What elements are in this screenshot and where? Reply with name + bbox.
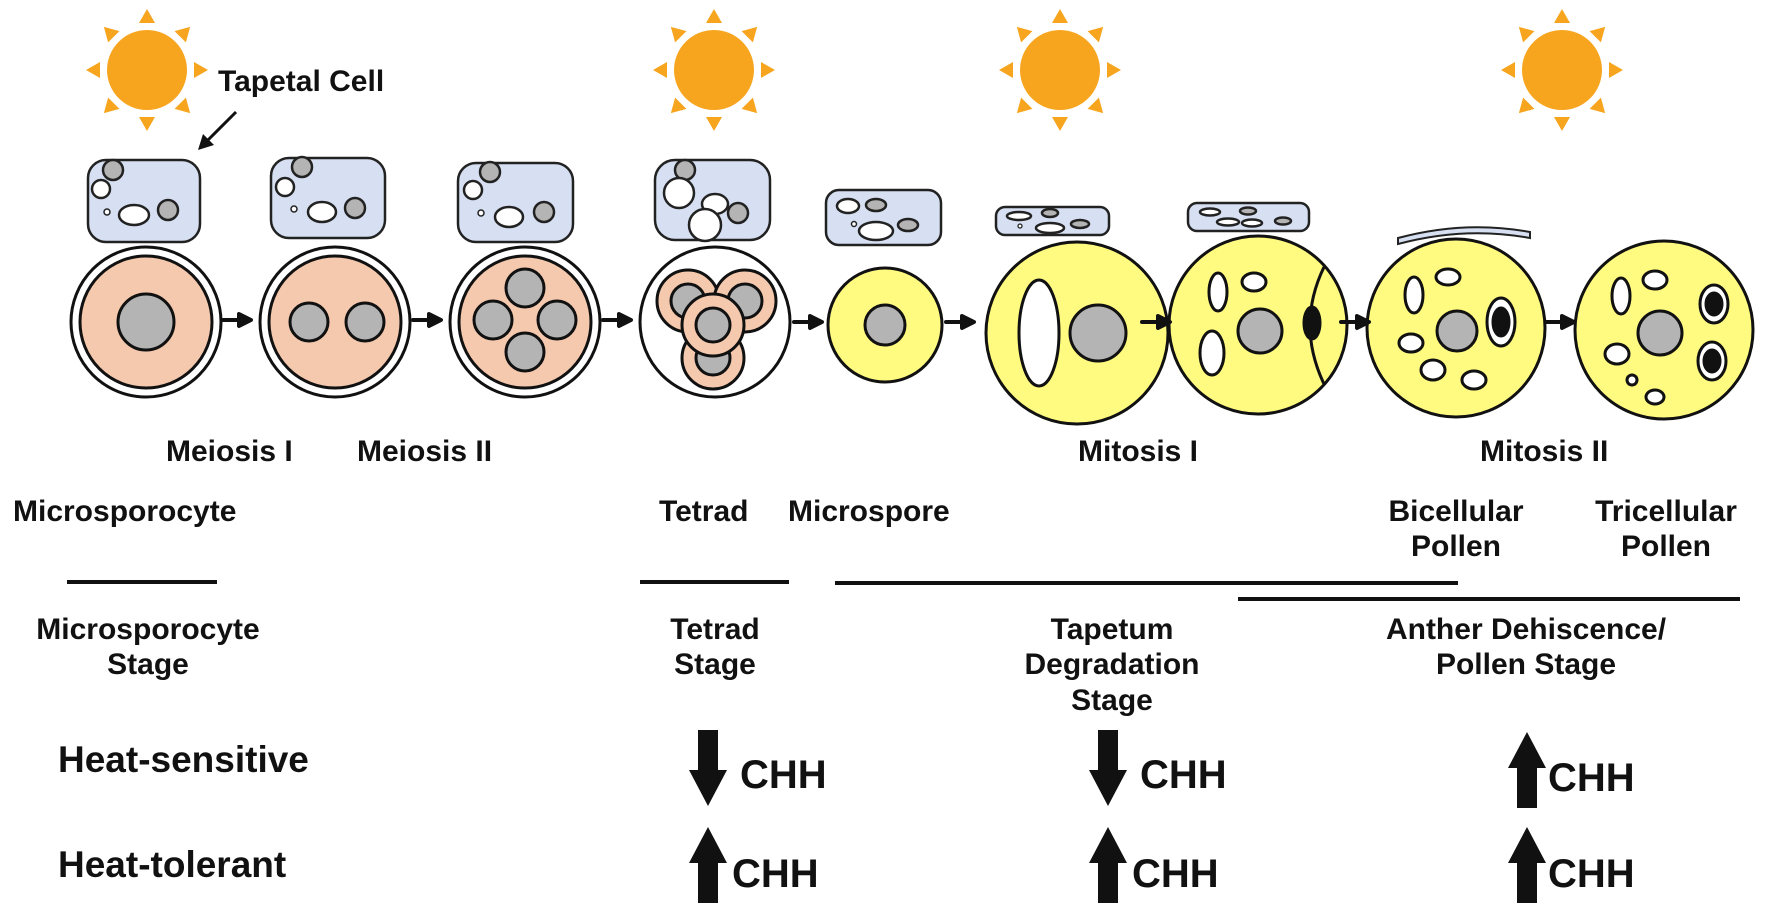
vacuolated-microspore-cell <box>984 240 1170 426</box>
degraded-tapetum <box>1397 226 1531 246</box>
tapetal-cell <box>824 188 943 247</box>
tetrad-cell <box>638 245 792 399</box>
right-arrow-icon <box>792 314 824 330</box>
tapetal-cell-pointer-arrow <box>198 110 238 150</box>
tapetal-cell <box>653 158 772 243</box>
up-arrow-icon <box>1089 827 1127 903</box>
meiosis-i-label: Meiosis I <box>166 435 293 468</box>
bicellular-pollen-label: Bicellular Pollen <box>1388 495 1524 564</box>
sun-icon <box>999 9 1121 131</box>
mitosis-ii-label: Mitosis II <box>1480 435 1609 468</box>
up-arrow-icon <box>1508 827 1546 903</box>
tapetal-cell <box>269 155 387 240</box>
tapetal-cell <box>86 158 202 244</box>
heat-tolerant-label: Heat-tolerant <box>58 844 287 885</box>
microsporocyte-stage-label: Microsporocyte Stage <box>36 613 260 682</box>
mitosis-i-cell <box>1167 234 1349 416</box>
chh-change-label: CHH <box>1548 756 1635 800</box>
tetrad-label: Tetrad <box>659 495 749 528</box>
microsporocyte-label: Microsporocyte <box>13 495 237 528</box>
meiosis-ii-cell <box>448 245 602 399</box>
tricellular-pollen-label: Tricellular Pollen <box>1595 495 1737 564</box>
meiosis-ii-label: Meiosis II <box>357 435 493 468</box>
chh-change-label: CHH <box>740 753 827 797</box>
right-arrow-icon <box>221 312 253 328</box>
tapetal-cell <box>456 160 575 244</box>
tapetal-cell <box>994 205 1111 237</box>
chh-change-label: CHH <box>1548 852 1635 896</box>
chh-change-label: CHH <box>732 852 819 896</box>
right-arrow-icon <box>601 312 633 328</box>
microsporocyte-cell <box>69 245 223 399</box>
tapetal-cell-label: Tapetal Cell <box>218 65 385 98</box>
chh-change-label: CHH <box>1140 753 1227 797</box>
sun-icon <box>86 9 208 131</box>
microspore-label: Microspore <box>788 495 950 528</box>
down-arrow-icon <box>1089 730 1127 806</box>
tetrad-stage-label: Tetrad Stage <box>670 613 760 682</box>
anther-dehiscence-pollen-stage-label: Anther Dehiscence/ Pollen Stage <box>1385 613 1667 682</box>
meiosis-i-cell <box>258 245 412 399</box>
microspore-cell <box>826 266 944 384</box>
right-arrow-icon <box>1544 314 1576 330</box>
tapetal-cell <box>1186 201 1311 233</box>
heat-sensitive-label: Heat-sensitive <box>58 739 309 780</box>
chh-change-label: CHH <box>1132 852 1219 896</box>
up-arrow-icon <box>689 827 727 903</box>
down-arrow-icon <box>689 730 727 806</box>
tricellular-pollen-cell <box>1573 239 1755 421</box>
mitosis-i-label: Mitosis I <box>1078 435 1199 468</box>
bicellular-pollen-cell <box>1365 237 1547 419</box>
up-arrow-icon <box>1508 732 1546 808</box>
sun-icon <box>653 9 775 131</box>
tapetum-degradation-stage-label: Tapetum Degradation Stage <box>1024 613 1200 717</box>
right-arrow-icon <box>944 314 976 330</box>
sun-icon <box>1501 9 1623 131</box>
right-arrow-icon <box>411 312 443 328</box>
